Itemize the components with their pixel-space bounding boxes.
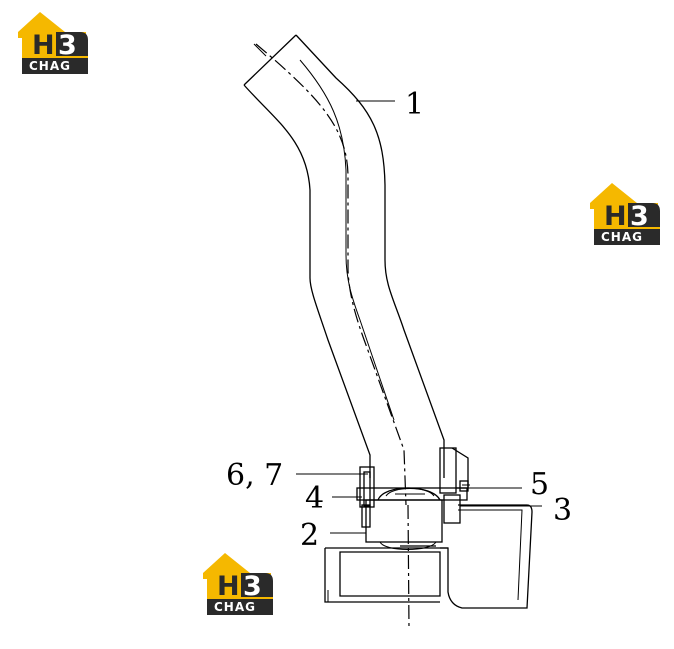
logo-mark-3: 3 [243,571,262,602]
callout-1: 1 [405,87,424,122]
logo-mark-h: H [32,30,55,61]
brand-logo-top-left: H 3 CHAG [18,12,88,74]
tank-body [324,504,533,609]
logo-mark-3: 3 [630,201,649,232]
logo-band-text: CHAG [29,59,71,73]
flange-assembly [356,447,470,550]
callout-4: 4 [305,481,324,516]
brand-logo-bottom-left: H 3 CHAG [203,553,273,615]
callout-labels: 1 6, 7 4 2 5 3 [226,87,572,553]
callout-6-7: 6, 7 [226,458,283,493]
callout-2: 2 [300,518,319,553]
logo-band-text: CHAG [214,600,256,614]
logo-mark-h: H [217,571,240,602]
logo-mark-h: H [604,201,627,232]
pipe-part-1 [243,34,445,506]
logo-mark-3: 3 [58,30,77,61]
callout-3: 3 [553,493,572,528]
brand-logo-right: H 3 CHAG [590,183,660,245]
logo-band-text: CHAG [601,230,643,244]
leader-lines [296,100,542,534]
centerline-bottom [407,504,410,629]
callout-5: 5 [530,467,549,502]
